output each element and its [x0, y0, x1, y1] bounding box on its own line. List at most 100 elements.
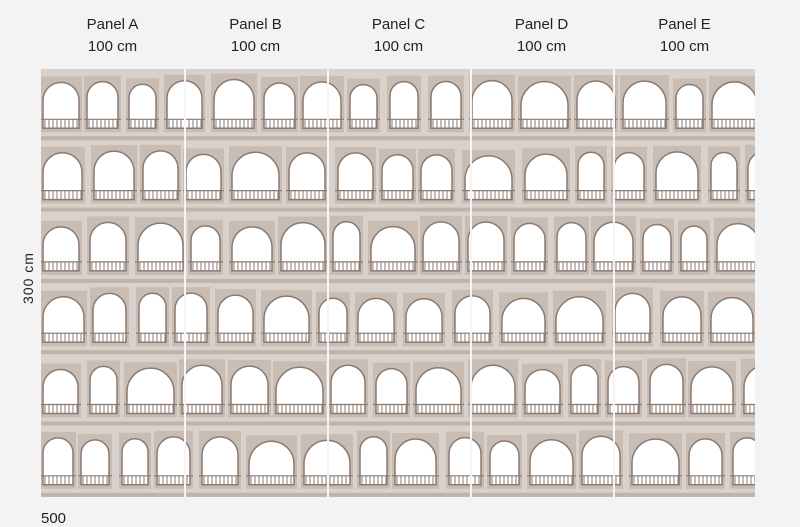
arch-window [42, 437, 74, 486]
arch-window [662, 296, 702, 343]
arch-window [156, 436, 191, 486]
arch-window [174, 292, 208, 343]
arch-window [732, 437, 755, 486]
arch-window [92, 292, 127, 343]
panel-name: Panel B [229, 16, 282, 33]
arch-window [185, 153, 222, 201]
arch-window [710, 296, 754, 343]
arch-window [743, 367, 755, 415]
arch-window [42, 368, 79, 415]
arch-window [520, 81, 569, 130]
arch-window [121, 437, 149, 486]
total-width-label: 500 [41, 510, 67, 527]
panel-divider [613, 69, 615, 497]
arch-window [375, 367, 408, 415]
arch-window [181, 364, 223, 415]
arch-window [415, 367, 462, 415]
arch-window [747, 153, 755, 201]
arch-window [420, 154, 453, 201]
arch-window [631, 438, 680, 486]
panel-header-c: Panel C 100 cm [327, 14, 470, 58]
arch-window [330, 364, 366, 415]
arches-pattern [41, 73, 755, 497]
arch-window [42, 226, 80, 272]
arch-window [137, 222, 184, 272]
panel-width: 100 cm [87, 38, 138, 55]
arch-window [389, 80, 419, 130]
arch-window [275, 366, 324, 415]
panel-header-d: Panel D 100 cm [470, 14, 613, 58]
arch-window [80, 439, 110, 486]
panel-divider [470, 69, 472, 497]
arch-window [359, 436, 388, 486]
arch-window [448, 436, 482, 486]
arch-window [230, 365, 269, 415]
panel-name: Panel E [658, 16, 711, 33]
arch-window [464, 155, 513, 201]
arch-window [467, 221, 505, 272]
arch-window [430, 80, 462, 130]
panel-width: 100 cm [516, 38, 567, 55]
arch-window [581, 435, 621, 486]
arch-window [42, 295, 85, 343]
arch-window [263, 295, 310, 343]
arch-window [680, 225, 708, 272]
arch-window [370, 225, 416, 272]
arch-window [128, 83, 157, 130]
arch-window [489, 440, 520, 486]
arch-window [318, 297, 348, 343]
arch-window [93, 150, 135, 201]
arch-window [42, 81, 80, 130]
arch-window [231, 226, 273, 272]
arch-window [381, 154, 414, 201]
arch-window [231, 151, 280, 201]
panel-header-e: Panel E 100 cm [613, 14, 756, 58]
arch-window [248, 440, 295, 486]
arch-window [513, 222, 546, 272]
arch-window [524, 153, 568, 201]
arch-window [555, 296, 604, 343]
arch-window [642, 223, 672, 272]
arch-window [716, 222, 755, 272]
arch-window [622, 80, 667, 130]
arch-window [89, 221, 127, 272]
arch-window [89, 365, 118, 415]
arch-window [302, 81, 342, 130]
panel-name: Panel C [371, 16, 426, 33]
arch-window [688, 438, 723, 486]
arch-window [138, 292, 167, 343]
arch-window [332, 220, 361, 272]
arch-window [126, 367, 175, 415]
panel-width: 100 cm [230, 38, 281, 55]
arch-window [337, 152, 374, 201]
wallpaper-mural [41, 69, 755, 497]
arch-window [710, 151, 738, 201]
arch-window [288, 152, 326, 201]
arch-window [454, 295, 491, 343]
arch-window [556, 221, 587, 272]
arch-window [524, 368, 561, 415]
arch-window [394, 438, 437, 486]
arch-window [357, 297, 395, 343]
arch-window [607, 365, 640, 415]
arch-window [190, 225, 221, 272]
arch-window [42, 152, 83, 201]
panel-name: Panel D [514, 16, 569, 33]
arch-window [675, 83, 704, 130]
panel-name: Panel A [86, 16, 139, 33]
panel-divider [184, 69, 186, 497]
panel-header-a: Panel A 100 cm [41, 14, 184, 58]
panel-divider [327, 69, 329, 497]
arch-window [529, 438, 574, 486]
arch-window [690, 366, 734, 415]
arch-window [213, 78, 255, 130]
arch-window [655, 151, 699, 201]
arch-window [422, 221, 460, 272]
arch-window [501, 297, 546, 343]
panel-width: 100 cm [659, 38, 710, 55]
arch-window [142, 150, 179, 201]
panel-width: 100 cm [373, 38, 424, 55]
arch-window [649, 363, 684, 415]
panel-header-b: Panel B 100 cm [184, 14, 327, 58]
arch-window [614, 292, 651, 343]
